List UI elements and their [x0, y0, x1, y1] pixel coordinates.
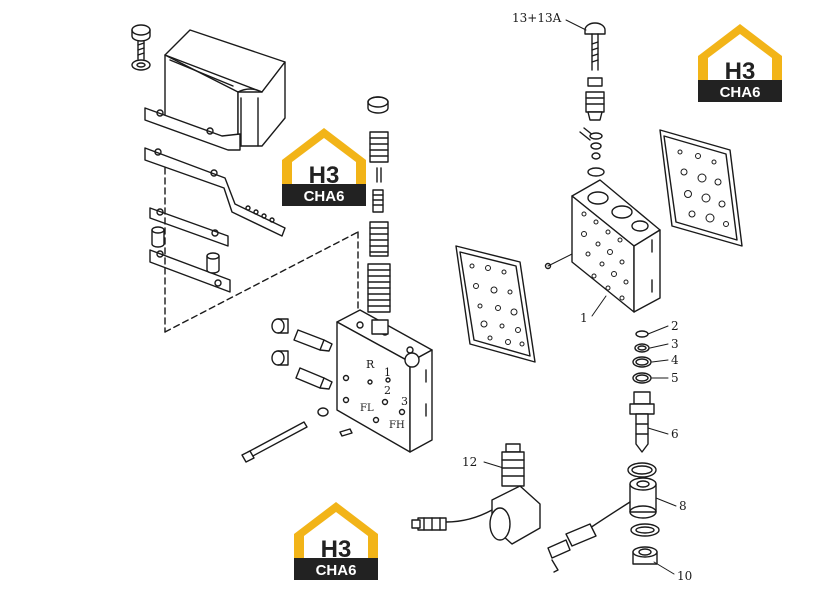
left-gasket [455, 245, 536, 363]
callout-12: 12 [462, 455, 477, 469]
watermark-logo-top-right: H3 CHA6 [698, 24, 782, 102]
callout-3: 3 [671, 337, 679, 351]
port-mark-2: 2 [384, 384, 391, 397]
mounting-brackets [144, 107, 359, 333]
callout-13-13a: 13+13A [512, 11, 562, 25]
solenoid-12 [411, 443, 541, 545]
callout-8: 8 [679, 499, 687, 513]
port-mark-3: 3 [401, 395, 408, 408]
port-mark-r: R [366, 358, 375, 371]
logo-cha6-text: CHA6 [720, 84, 761, 101]
port-mark-fl: FL [360, 403, 374, 414]
top-plunger-stack [579, 22, 606, 177]
logo-h3-text: H3 [725, 58, 756, 85]
callout-2: 2 [671, 319, 679, 333]
port-mark-fh: FH [389, 420, 405, 431]
watermark-logo-center: H3 CHA6 [282, 128, 366, 206]
valve-body: R 1 2 3 FL FH [336, 309, 433, 453]
right-gasket [659, 129, 743, 247]
logo-h3-text: H3 [309, 162, 340, 189]
cover-screw [131, 24, 151, 71]
port-mark-1: 1 [384, 366, 391, 379]
callout-10: 10 [677, 569, 692, 583]
logo-cha6-text: CHA6 [304, 188, 345, 205]
left-fittings [241, 318, 353, 463]
leader-lines [483, 325, 677, 575]
watermark-logo-bottom: H3 CHA6 [294, 502, 378, 580]
callout-1: 1 [580, 311, 588, 325]
logo-cha6-text: CHA6 [316, 562, 357, 579]
lower-stack [547, 330, 660, 573]
spool-and-springs [367, 96, 391, 313]
callout-5: 5 [671, 371, 679, 385]
logo-h3-text: H3 [321, 536, 352, 563]
valve-housing [544, 179, 661, 313]
cover-assembly [131, 24, 359, 333]
callout-4: 4 [671, 353, 679, 367]
callout-6: 6 [671, 427, 679, 441]
